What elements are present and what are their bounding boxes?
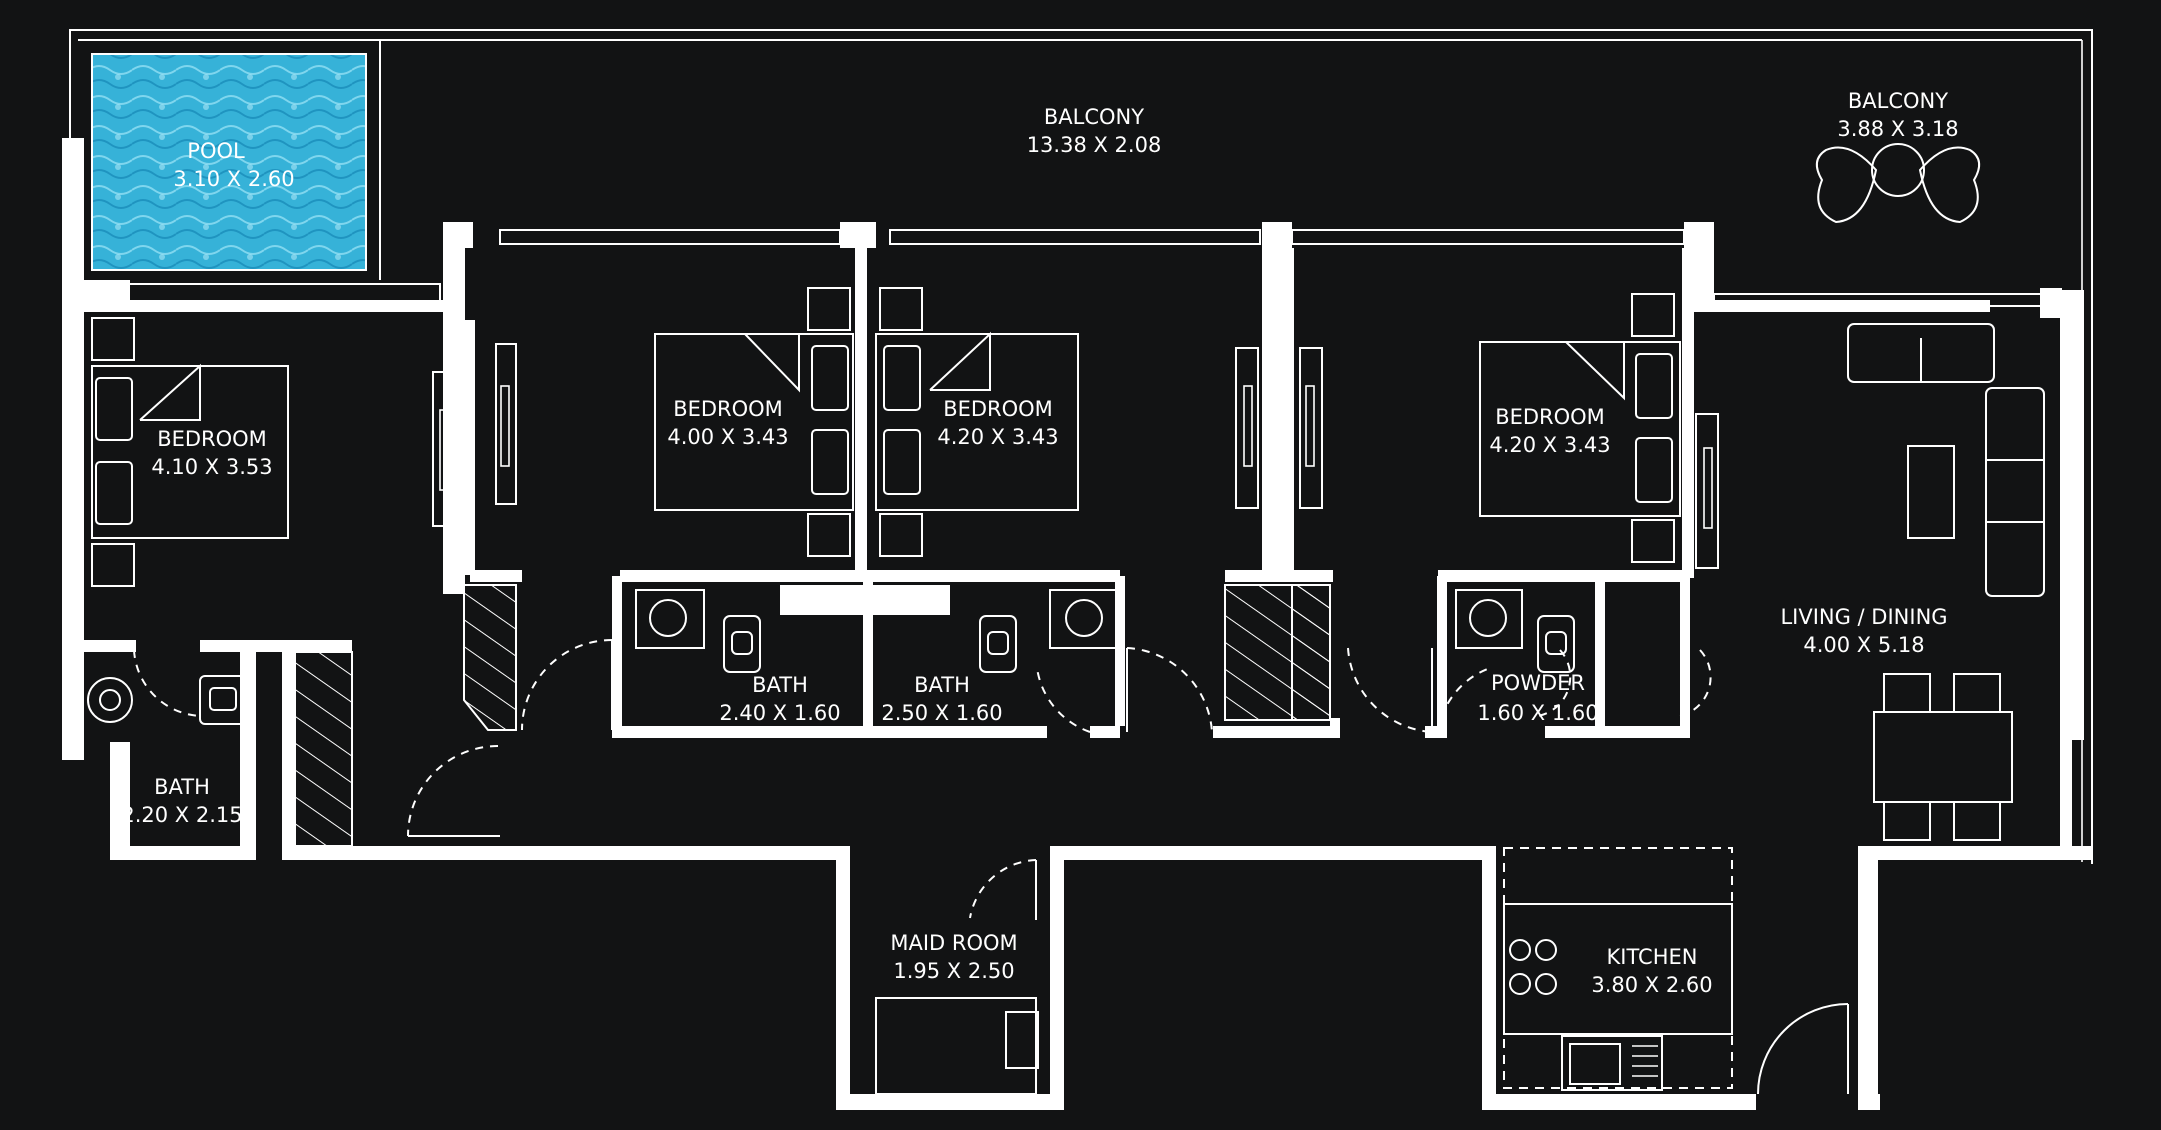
balcony-main-name: BALCONY [1044,105,1144,129]
bath-1-size: 2.40 X 1.60 [719,701,840,725]
living-dining-name: LIVING / DINING [1780,605,1947,629]
bath-3-size: 2.20 X 2.15 [121,803,242,827]
bed-3 [875,287,1079,557]
room-labels: POOL 3.10 X 2.60 BALCONY 13.38 X 2.08 BA… [121,89,1958,997]
bedroom-3-name: BEDROOM [943,397,1053,421]
bath-1-name: BATH [752,673,808,697]
wardrobes [291,584,1331,847]
sliding-wardrobes [432,343,1719,569]
bed-4 [1479,293,1681,563]
bedroom-2-size: 4.00 X 3.43 [667,425,788,449]
living-dining-size: 4.00 X 5.18 [1803,633,1924,657]
kitchen-size: 3.80 X 2.60 [1591,973,1712,997]
balcony-main-size: 13.38 X 2.08 [1027,133,1162,157]
maid-room-name: MAID ROOM [890,931,1017,955]
pool-size: 3.10 X 2.60 [173,167,294,191]
pool [91,53,367,271]
bedroom-1-name: BEDROOM [157,427,267,451]
kitchen-fixtures [1503,847,1733,1091]
pool-name: POOL [187,139,245,163]
balcony-corner-name: BALCONY [1848,89,1948,113]
bath-3-name: BATH [154,775,210,799]
bath-2-name: BATH [914,673,970,697]
bedroom-2-name: BEDROOM [673,397,783,421]
bath-2-size: 2.50 X 1.60 [881,701,1002,725]
powder-size: 1.60 X 1.60 [1477,701,1598,725]
kitchen-name: KITCHEN [1607,945,1698,969]
bath-fixtures [87,589,1575,725]
powder-name: POWDER [1491,671,1585,695]
doors [133,639,1849,1095]
bed-1 [91,317,289,587]
walls [62,138,2092,1110]
maid-room-size: 1.95 X 2.50 [893,959,1014,983]
balcony-corner-size: 3.88 X 3.18 [1837,117,1958,141]
bedroom-4-size: 4.20 X 3.43 [1489,433,1610,457]
balcony-furniture [1815,143,1981,224]
maid-bed [875,997,1039,1095]
bed-2 [654,287,854,557]
windows [119,229,2061,307]
bedroom-4-name: BEDROOM [1495,405,1605,429]
bedroom-1-size: 4.10 X 3.53 [151,455,272,479]
bedroom-3-size: 4.20 X 3.43 [937,425,1058,449]
living-furniture [1847,323,2045,841]
